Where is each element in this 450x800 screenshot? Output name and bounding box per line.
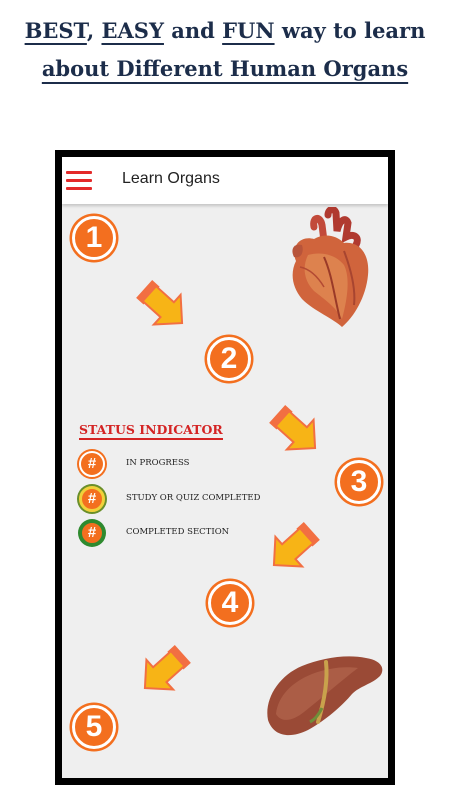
step-1-button[interactable]: 1 <box>72 216 116 260</box>
completed-section-badge: # <box>79 520 105 546</box>
study-quiz-completed-label: STUDY OR QUIZ COMPLETED <box>126 493 261 503</box>
step-3-button[interactable]: 3 <box>337 460 381 504</box>
headline-best: BEST <box>24 18 87 43</box>
app-bar: Learn Organs <box>62 157 388 204</box>
headline-easy: EASY <box>101 18 164 43</box>
phone-frame: Learn Organs <box>55 150 395 785</box>
headline-fun: FUN <box>222 18 275 43</box>
headline-comma: , <box>86 18 95 43</box>
step-5-button[interactable]: 5 <box>72 705 116 749</box>
app-screen: Learn Organs <box>62 157 388 778</box>
step-2-button[interactable]: 2 <box>207 337 251 381</box>
step-4-button[interactable]: 4 <box>208 581 252 625</box>
status-indicator-title: STATUS INDICATOR <box>79 422 223 440</box>
arrow-down-right-1 <box>136 280 184 326</box>
in-progress-badge: # <box>79 451 105 477</box>
headline-and: and <box>171 18 215 43</box>
headline-subtitle: about Different Human Organs <box>41 56 409 81</box>
liver-organ-image <box>267 656 383 736</box>
arrow-down-left-2 <box>143 645 191 691</box>
arrow-down-left-1 <box>272 522 320 568</box>
arrow-down-right-2 <box>269 405 317 451</box>
headline-line-2: about Different Human Organs <box>0 56 450 81</box>
hamburger-menu-icon[interactable] <box>66 171 92 191</box>
status-indicator: STATUS INDICATOR # IN PROGRESS # STUDY O… <box>79 419 279 546</box>
heart-organ-image <box>292 207 369 327</box>
app-title: Learn Organs <box>122 170 220 187</box>
in-progress-label: IN PROGRESS <box>126 458 190 468</box>
completed-section-label: COMPLETED SECTION <box>126 527 230 537</box>
study-quiz-completed-badge: # <box>79 486 105 512</box>
headline-line-1: BEST, EASY and FUN way to learn <box>0 18 450 43</box>
headline-rest: way to learn <box>281 18 426 43</box>
